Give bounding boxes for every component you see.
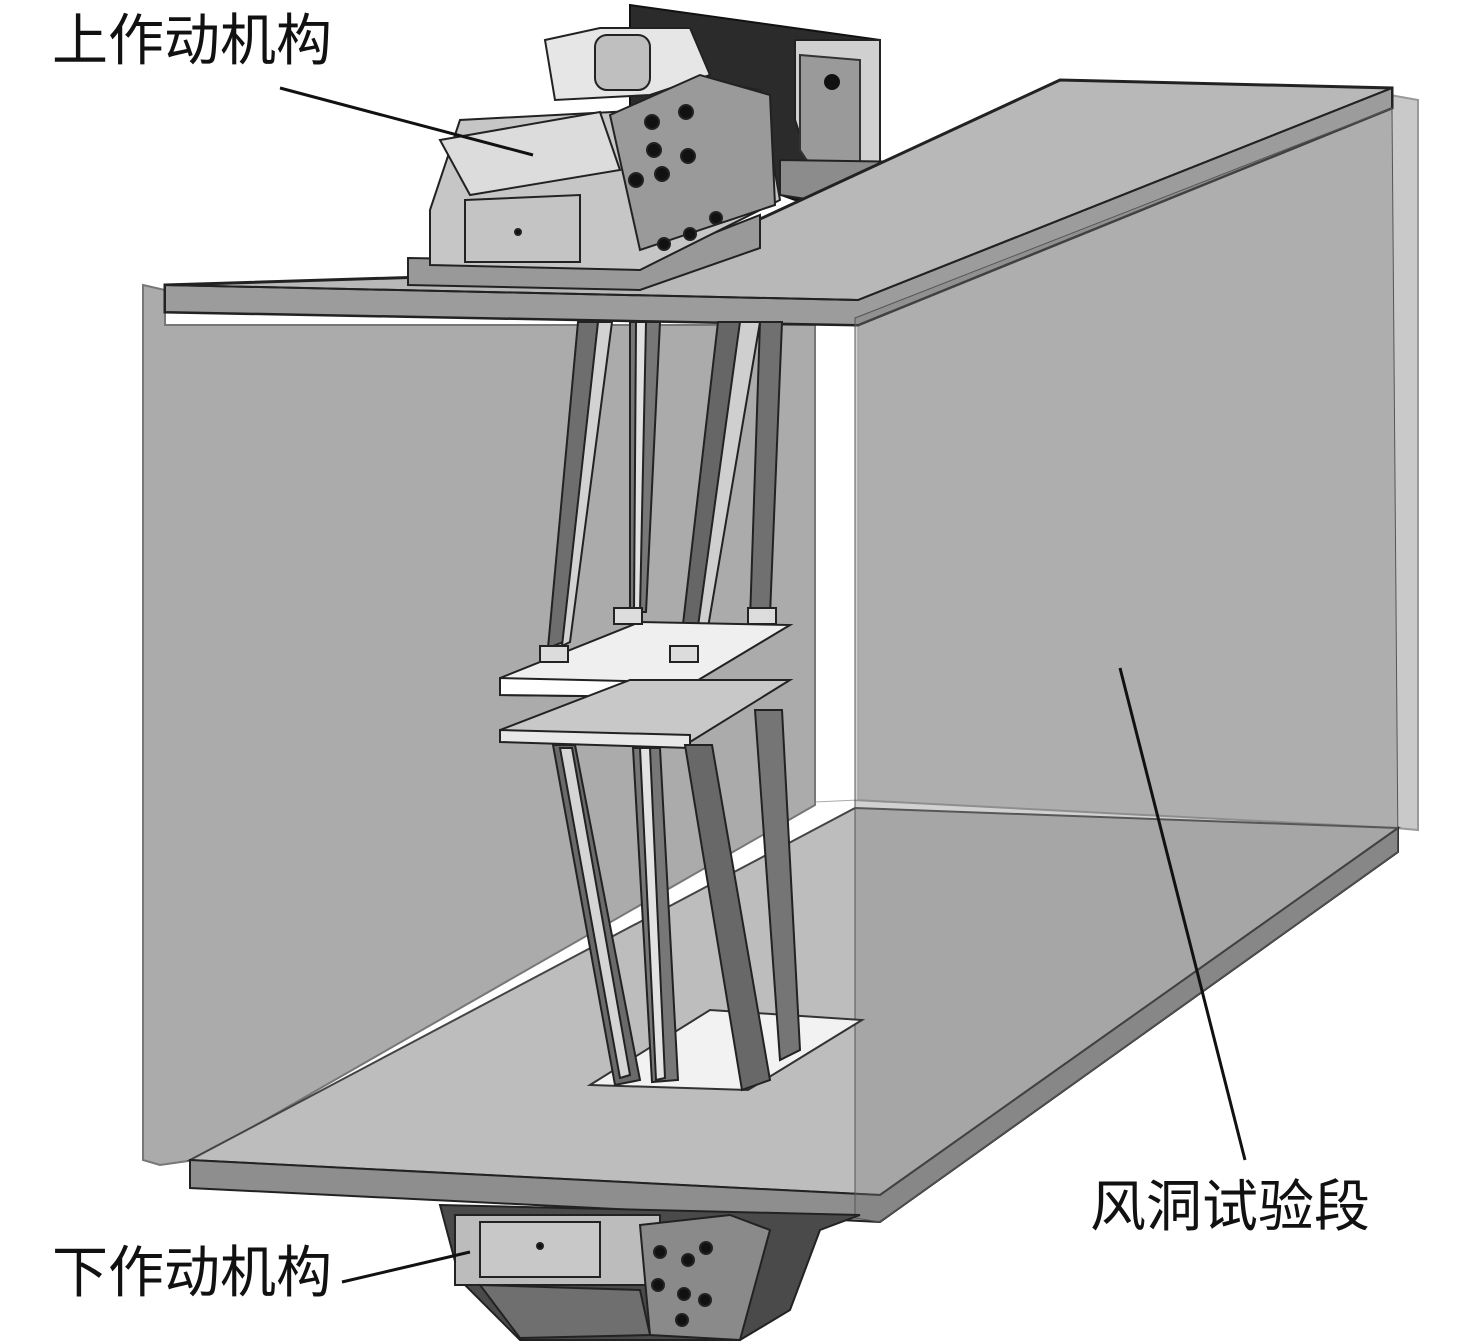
leader-line-tunnel: [1118, 667, 1247, 1161]
upper-struts: [499, 321, 794, 750]
leader-line-upper: [279, 86, 534, 157]
lower-actuator: [438, 1203, 861, 1342]
leader-line-lower: [341, 1250, 471, 1284]
lower-actuator-label: 下作动机构: [52, 1241, 332, 1306]
upper-actuator-label: 上作动机构: [52, 9, 332, 74]
wind-tunnel-section-label: 风洞试验段: [1090, 1175, 1370, 1240]
lower-struts: [551, 709, 802, 1092]
upper-actuator: [407, 27, 782, 292]
